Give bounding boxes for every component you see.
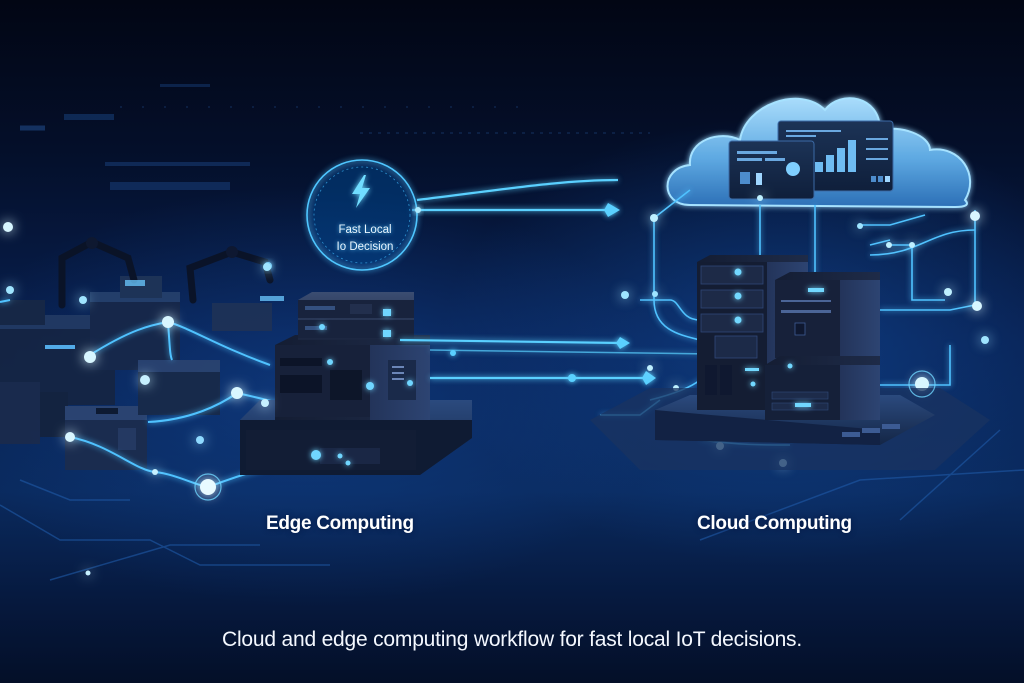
badge-line-2: Io Decision: [336, 241, 394, 253]
edge-server-stack: [240, 268, 472, 475]
edge-computing-label: Edge Computing: [266, 513, 414, 534]
floor-circuit-lines: [0, 429, 1024, 581]
factory-machines: [0, 237, 284, 470]
image-caption: Cloud and edge computing workflow for fa…: [222, 628, 802, 651]
cloud-dashboard: [666, 97, 971, 209]
fast-local-decision-badge: [306, 159, 421, 271]
badge-label: Fast Local Io Decision: [320, 222, 410, 256]
background-streaks: [20, 84, 940, 260]
edge-network-nodes: [3, 222, 271, 576]
lightning-bolt-icon: [352, 175, 370, 208]
badge-line-1: Fast Local: [338, 224, 392, 236]
cloud-server-cluster: [590, 205, 990, 470]
cloud-computing-label: Cloud Computing: [697, 513, 852, 534]
flow-arrowheads: [450, 203, 656, 385]
bar-chart-icon: [815, 140, 856, 172]
